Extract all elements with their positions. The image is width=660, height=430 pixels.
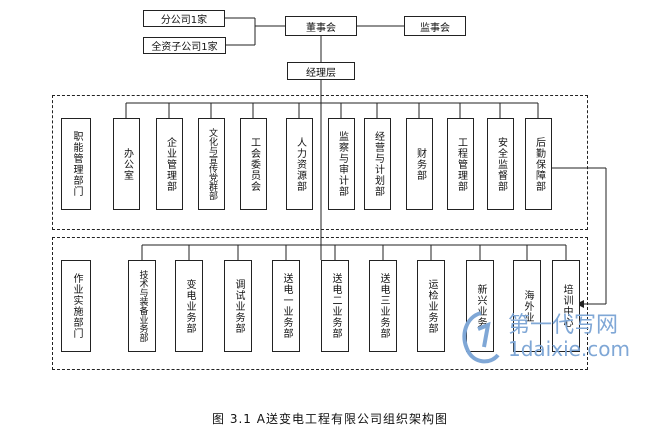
operational-departments-group: [52, 237, 588, 370]
dept-label: 人力资源部: [294, 136, 306, 192]
functional-departments-label-box: 职能管理部门: [61, 118, 91, 210]
operational-departments-label: 作业实施部门: [71, 273, 82, 339]
unit-box: 培训中心: [552, 260, 580, 352]
dept-label: 工会委员会: [248, 136, 260, 192]
dept-label: 财务部: [414, 147, 426, 181]
board-of-directors-label: 董事会: [306, 22, 336, 34]
dept-box: 文化与宣传党群部: [198, 118, 225, 210]
unit-box: 运检业务部: [417, 260, 445, 352]
watermark-text: 第一代写网: [508, 313, 619, 338]
dept-box: 企业管理部: [156, 118, 183, 210]
dept-label: 经营与计划部: [372, 131, 384, 197]
watermark: 第一代写网 1daixie.com: [456, 307, 656, 367]
dept-label: 工程管理部: [455, 136, 467, 192]
dept-box: 监察与审计部: [328, 118, 355, 210]
dept-box: 工程管理部: [447, 118, 474, 210]
dept-box: 后勤保障部: [525, 118, 552, 210]
wholly-owned-subsidiary-label: 全资子公司1家: [151, 42, 218, 53]
board-of-supervisors-box: 监事会: [404, 16, 466, 36]
dept-label: 企业管理部: [164, 136, 176, 192]
management-box: 经理层: [287, 62, 355, 80]
unit-label: 培训中心: [561, 284, 572, 328]
functional-departments-label: 职能管理部门: [71, 131, 82, 197]
dept-label: 文化与宣传党群部: [207, 128, 217, 200]
dept-label: 办公室: [121, 147, 133, 181]
unit-box: 送电一业务部: [272, 260, 300, 352]
board-of-directors-box: 董事会: [285, 16, 357, 36]
unit-label: 送电一业务部: [281, 273, 292, 339]
unit-label: 送电三业务部: [378, 273, 389, 339]
unit-box: 调试业务部: [224, 260, 252, 352]
watermark-url: 1daixie.com: [508, 337, 631, 361]
dept-box: 办公室: [113, 118, 140, 210]
wholly-owned-subsidiary-box: 全资子公司1家: [143, 37, 226, 54]
watermark-logo-icon: [462, 311, 500, 364]
unit-label: 新兴业务: [475, 284, 486, 328]
subsidiary-label: 分公司1家: [160, 15, 208, 26]
unit-box: 海外业: [513, 260, 541, 352]
dept-box: 安全监督部: [487, 118, 514, 210]
unit-box: 技术与装备业务部: [128, 260, 156, 352]
dept-box: 人力资源部: [286, 118, 313, 210]
unit-label: 送电二业务部: [330, 273, 341, 339]
dept-label: 安全监督部: [495, 136, 507, 192]
unit-label: 海外业: [522, 289, 533, 323]
unit-label: 变电业务部: [184, 278, 195, 334]
dept-label: 监察与审计部: [336, 131, 348, 197]
management-label: 经理层: [306, 67, 336, 79]
unit-box: 送电三业务部: [369, 260, 397, 352]
unit-label: 运检业务部: [426, 278, 437, 334]
functional-departments-group: [52, 95, 588, 230]
unit-box: 变电业务部: [175, 260, 203, 352]
unit-box: 送电二业务部: [321, 260, 349, 352]
unit-label: 技术与装备业务部: [137, 270, 148, 342]
dept-box: 工会委员会: [240, 118, 267, 210]
operational-departments-label-box: 作业实施部门: [61, 260, 91, 352]
figure-caption: 图 3.1 A送变电工程有限公司组织架构图: [212, 412, 448, 426]
board-of-supervisors-label: 监事会: [420, 22, 450, 34]
dept-label: 后勤保障部: [533, 136, 545, 192]
unit-label: 调试业务部: [233, 278, 244, 334]
subsidiary-box: 分公司1家: [143, 10, 225, 27]
unit-box: 新兴业务: [466, 260, 494, 352]
dept-box: 财务部: [406, 118, 433, 210]
dept-box: 经营与计划部: [364, 118, 391, 210]
